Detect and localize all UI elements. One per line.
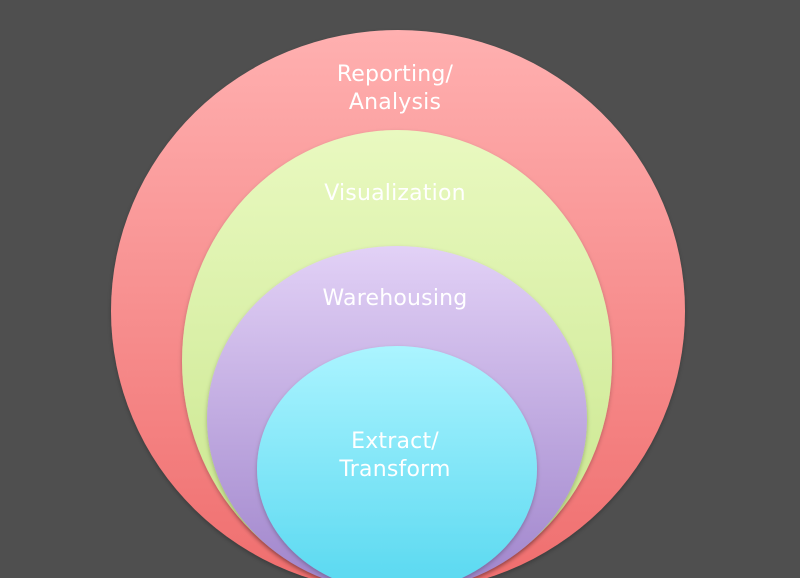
label-extract-transform: Extract/ Transform (339, 429, 451, 482)
label-visualization: Visualization (324, 181, 466, 206)
label-reporting-analysis: Reporting/ Analysis (336, 62, 454, 115)
circle-extract-transform (257, 346, 537, 578)
label-warehousing: Warehousing (322, 286, 468, 311)
